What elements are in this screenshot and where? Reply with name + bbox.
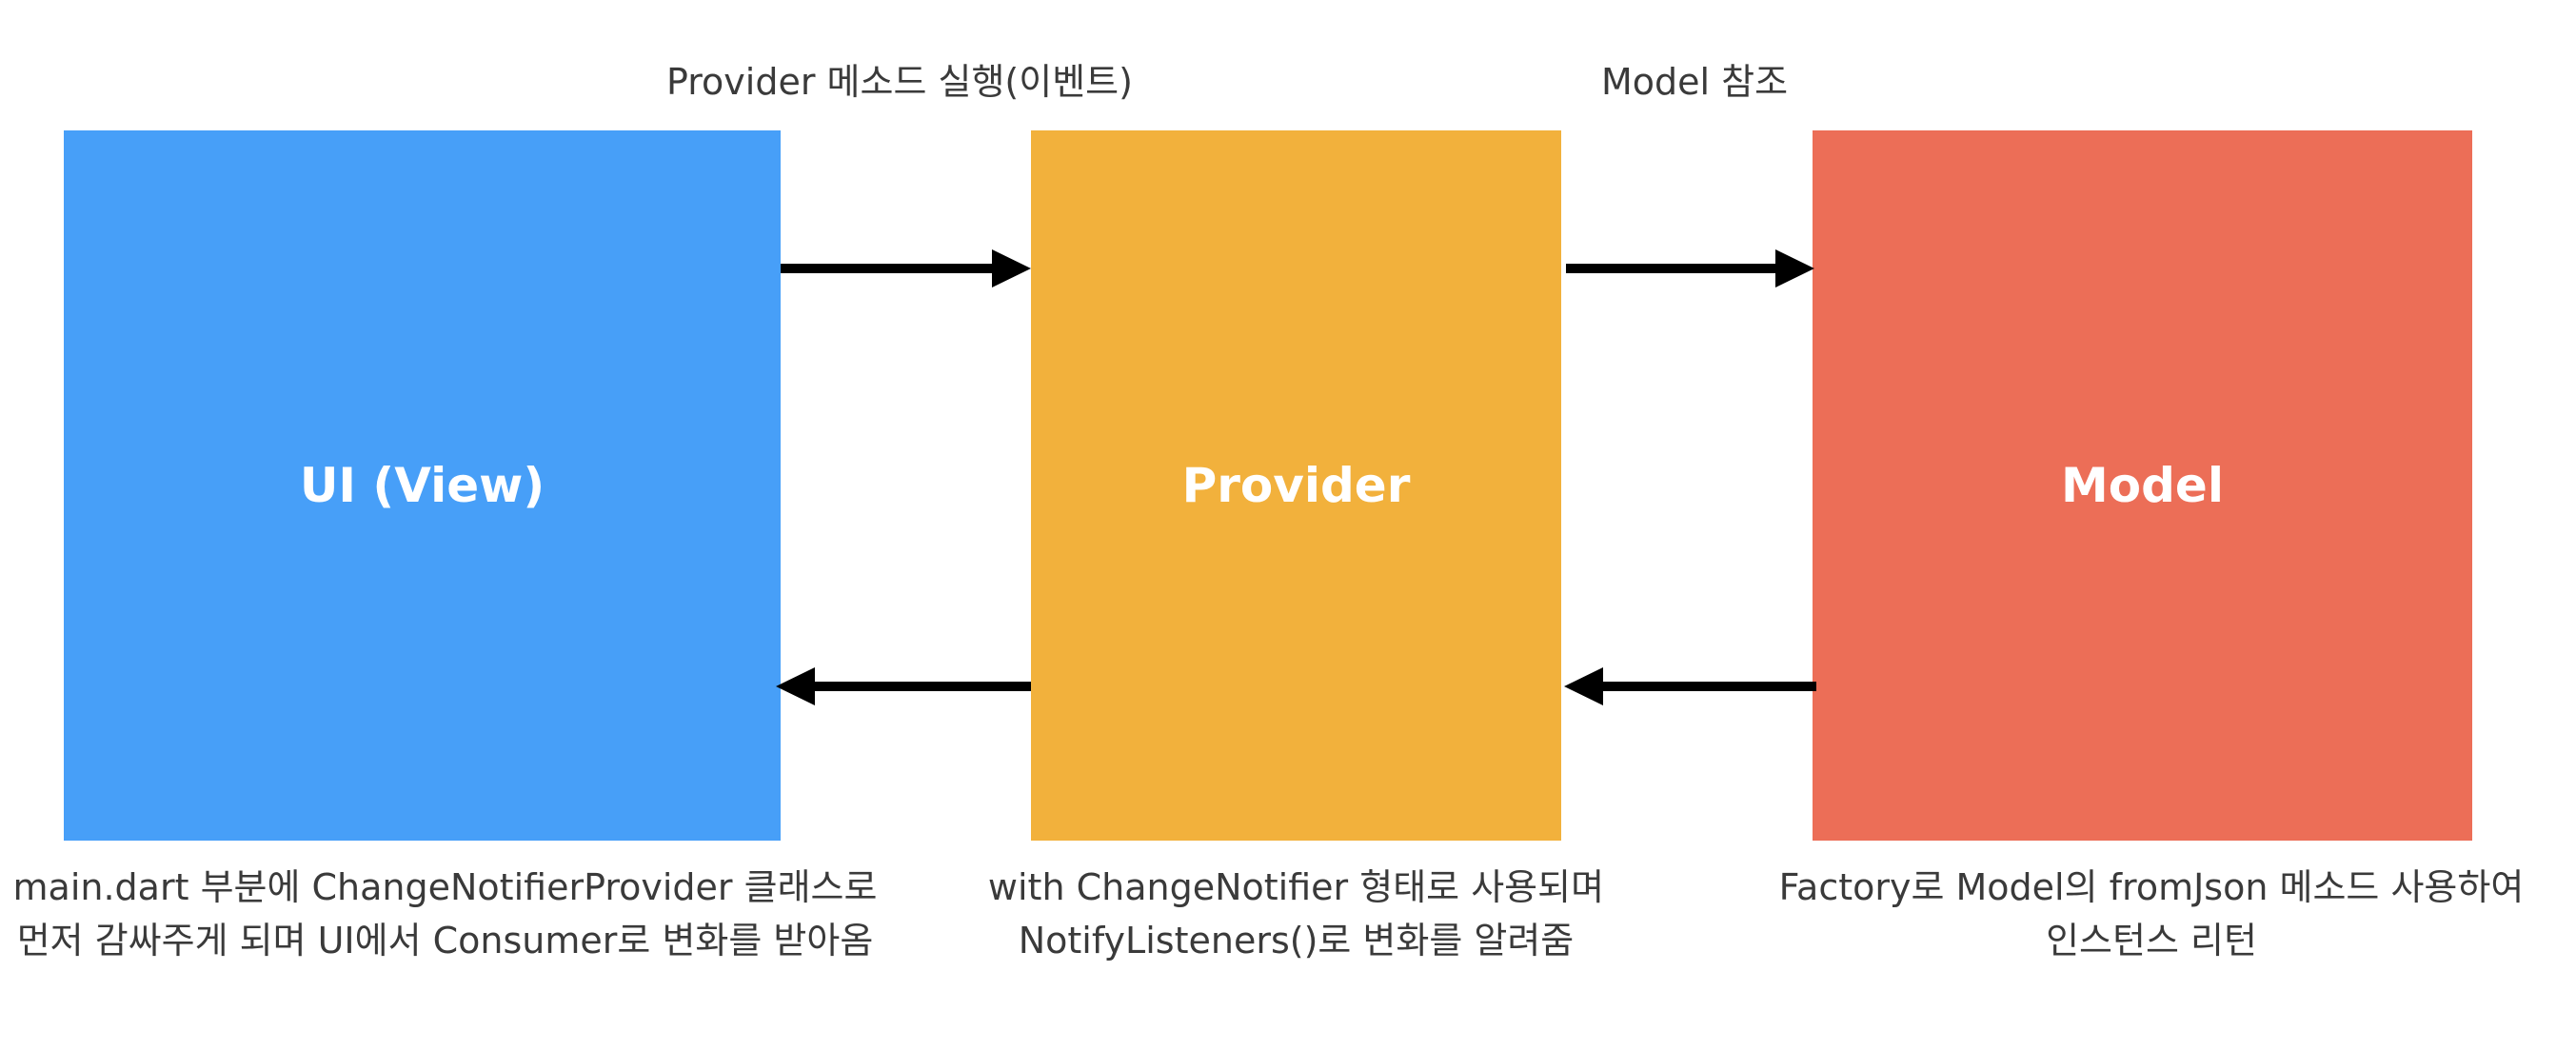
model-box: Model [1813, 130, 2472, 841]
arrow-provider-to-ui [776, 667, 1031, 705]
note-provider-line1: with ChangeNotifier 형태로 사용되며 [987, 866, 1605, 908]
note-provider-line2: NotifyListeners()로 변화를 알려줌 [1018, 920, 1575, 962]
ui-view-title: UI (View) [299, 458, 545, 513]
note-ui: main.dart 부분에 ChangeNotifierProvider 클래스… [0, 861, 890, 967]
note-model-line1: Factory로 Model의 fromJson 메소드 사용하여 [1778, 866, 2525, 908]
edge-label-ui-to-provider: Provider 메소드 실행(이벤트) [666, 61, 1133, 103]
provider-title: Provider [1181, 458, 1411, 513]
note-ui-line1: main.dart 부분에 ChangeNotifierProvider 클래스… [12, 866, 878, 908]
arrow-ui-to-provider [781, 249, 1031, 288]
arrow-provider-to-model [1566, 249, 1814, 288]
model-title: Model [2061, 458, 2224, 513]
arrow-model-to-provider [1564, 667, 1816, 705]
ui-view-box: UI (View) [64, 130, 781, 841]
note-model: Factory로 Model의 fromJson 메소드 사용하여 인스턴스 리… [1761, 861, 2542, 967]
note-ui-line2: 먼저 감싸주게 되며 UI에서 Consumer로 변화를 받아옴 [16, 920, 874, 962]
note-model-line2: 인스턴스 리턴 [2046, 920, 2257, 962]
edge-label-provider-to-model: Model 참조 [1600, 61, 1789, 103]
provider-box: Provider [1031, 130, 1561, 841]
note-provider: with ChangeNotifier 형태로 사용되며 NotifyListe… [966, 861, 1626, 967]
